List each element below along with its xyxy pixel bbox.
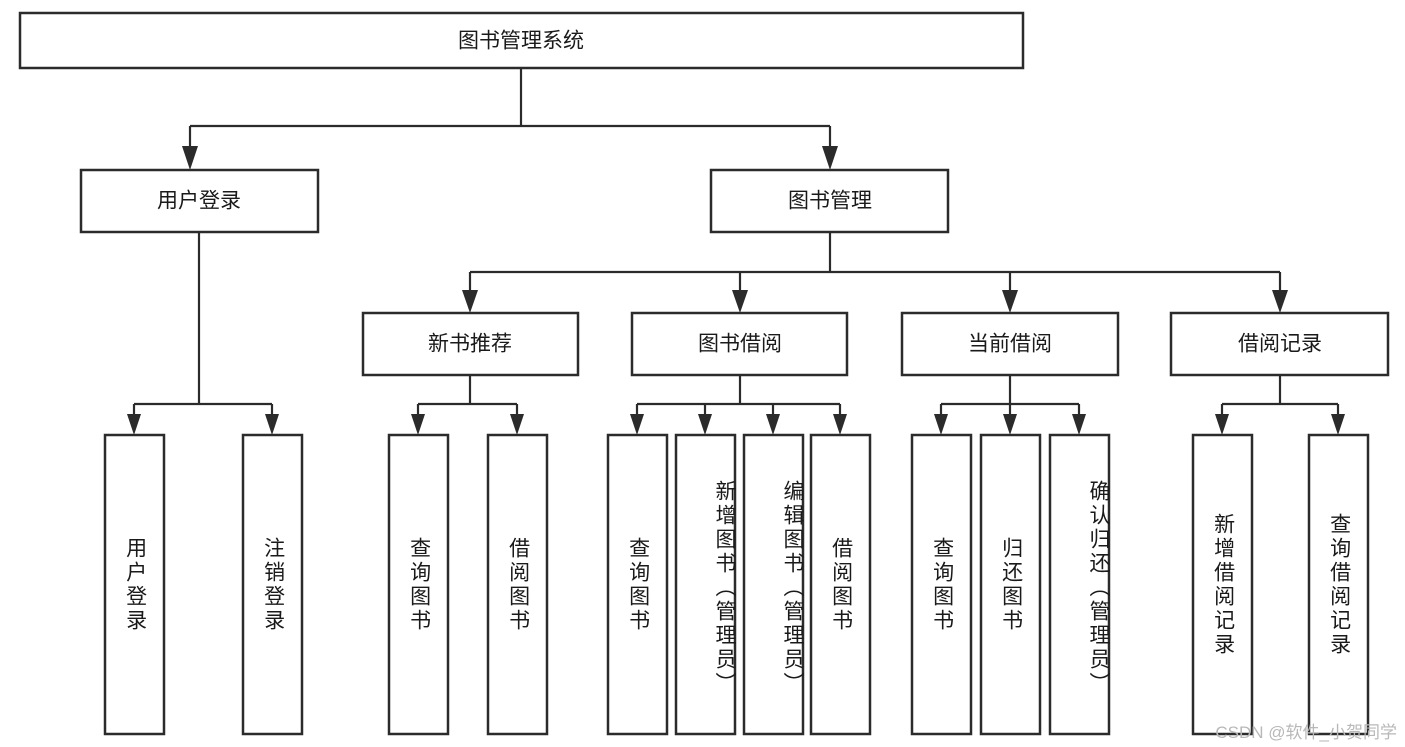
node-new-book-recommend[interactable]: 新书推荐 [361, 311, 580, 377]
node-root[interactable]: 图书管理系统 [18, 11, 1025, 70]
node-current-borrow-label: 当前借阅 [968, 333, 1052, 356]
connector-group-root-to-level2 [182, 68, 838, 170]
leaf-box-current-borrow-0[interactable] [910, 433, 973, 736]
node-new-book-recommend-label: 新书推荐 [428, 333, 512, 356]
leaf-box-group-current-borrow [910, 433, 1111, 736]
node-book-borrow-label: 图书借阅 [698, 333, 782, 356]
node-user-login-label: 用户登录 [157, 190, 241, 213]
leaf-box-user-login-1[interactable] [241, 433, 304, 736]
leaf-box-group-new-book-recommend [387, 433, 549, 736]
leaf-box-book-borrow-0[interactable] [606, 433, 669, 736]
leaf-box-borrow-record-1[interactable] [1307, 433, 1370, 736]
leaf-box-new-book-0[interactable] [387, 433, 450, 736]
connector-group-borrowrecord-to-leaves [1215, 375, 1345, 435]
leaf-box-borrow-record-0[interactable] [1191, 433, 1254, 736]
leaf-box-book-borrow-1[interactable] [674, 433, 737, 736]
leaf-box-user-login-0[interactable] [103, 433, 166, 736]
leaf-box-current-borrow-1[interactable] [979, 433, 1042, 736]
connector-group-userlogin-to-leaves [127, 232, 279, 435]
node-book-management[interactable]: 图书管理 [709, 168, 950, 234]
connector-group-currentborrow-to-leaves [934, 375, 1086, 435]
node-book-management-label: 图书管理 [788, 190, 872, 213]
leaf-box-group-book-borrow [606, 433, 872, 736]
node-current-borrow[interactable]: 当前借阅 [900, 311, 1120, 377]
leaf-box-book-borrow-3[interactable] [809, 433, 872, 736]
leaf-box-current-borrow-2[interactable] [1048, 433, 1111, 736]
leaf-box-group-borrow-record [1191, 433, 1370, 736]
connector-group-bookborrow-to-leaves [630, 375, 847, 435]
connector-group-newbook-to-leaves [411, 375, 524, 435]
node-book-borrow[interactable]: 图书借阅 [630, 311, 849, 377]
leaf-box-group-user-login [103, 433, 304, 736]
leaf-box-new-book-1[interactable] [486, 433, 549, 736]
node-root-label: 图书管理系统 [458, 30, 584, 53]
node-user-login[interactable]: 用户登录 [79, 168, 320, 234]
node-borrow-record-label: 借阅记录 [1238, 333, 1322, 356]
leaf-box-book-borrow-2[interactable] [742, 433, 805, 736]
connector-group-bookmgmt-to-level3 [462, 232, 1288, 313]
node-borrow-record[interactable]: 借阅记录 [1169, 311, 1390, 377]
